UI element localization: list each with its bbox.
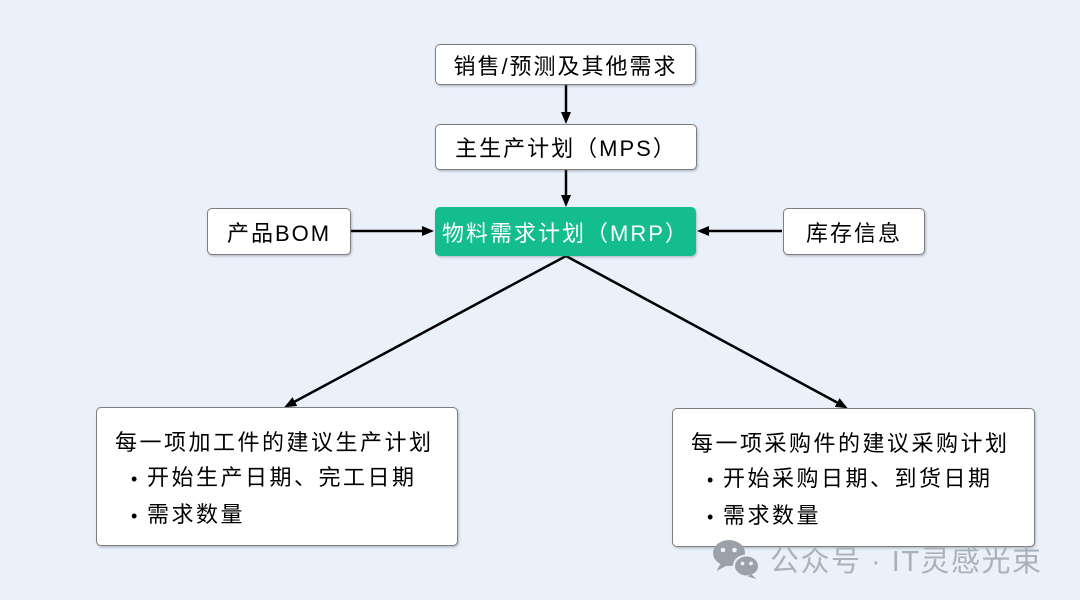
node-sales-forecast-demand: 销售/预测及其他需求 <box>435 44 696 85</box>
plan-title: 每一项采购件的建议采购计划 <box>691 431 1010 456</box>
node-label: 库存信息 <box>805 220 902 246</box>
watermark: 公众号 · IT灵感光束 <box>712 538 1043 580</box>
arrow-mrp-to-purchase-plan <box>565 254 848 409</box>
bullet-dot: • <box>707 470 716 490</box>
node-label: 产品BOM <box>226 220 332 246</box>
wechat-icon <box>712 539 760 579</box>
arrow-mrp-to-production-plan <box>284 254 567 408</box>
watermark-text: 公众号 · IT灵感光束 <box>770 546 1043 578</box>
bullet-text: 开始生产日期、完工日期 <box>147 465 417 490</box>
node-inventory-info: 库存信息 <box>783 208 925 255</box>
plan-bullet-item: • 需求数量 <box>691 498 1018 535</box>
plan-bullet-item: • 开始生产日期、完工日期 <box>115 460 441 497</box>
bullet-dot: • <box>131 469 140 489</box>
node-label: 销售/预测及其他需求 <box>453 53 678 79</box>
node-label: 物料需求计划（MRP） <box>442 220 689 246</box>
node-suggested-purchase-plan: 每一项采购件的建议采购计划 • 开始采购日期、到货日期 • 需求数量 <box>672 408 1035 547</box>
bullet-dot: • <box>131 506 140 526</box>
node-master-production-schedule: 主生产计划（MPS） <box>435 124 697 170</box>
bullet-text: 需求数量 <box>723 503 822 528</box>
plan-title: 每一项加工件的建议生产计划 <box>115 430 434 455</box>
bullet-dot: • <box>707 507 716 527</box>
node-product-bom: 产品BOM <box>207 208 351 255</box>
node-suggested-production-plan: 每一项加工件的建议生产计划 • 开始生产日期、完工日期 • 需求数量 <box>96 407 458 546</box>
bullet-text: 需求数量 <box>147 502 246 527</box>
plan-bullet-item: • 开始采购日期、到货日期 <box>691 461 1018 498</box>
node-material-requirements-planning: 物料需求计划（MRP） <box>435 207 696 256</box>
node-label: 主生产计划（MPS） <box>455 136 677 161</box>
bullet-text: 开始采购日期、到货日期 <box>723 466 993 491</box>
plan-bullet-item: • 需求数量 <box>115 497 441 534</box>
